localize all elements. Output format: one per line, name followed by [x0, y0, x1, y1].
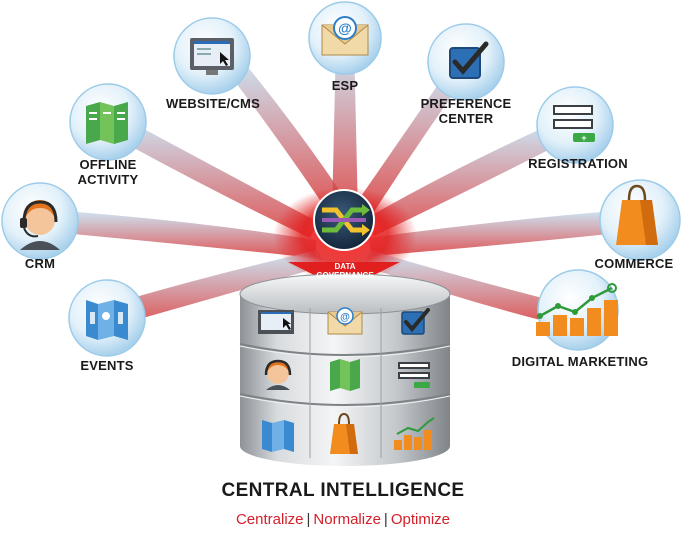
label-events: EVENTS: [80, 358, 134, 373]
db-checkbox-icon: [401, 308, 430, 335]
bubble-commerce: [599, 179, 681, 261]
db-event-map-icon: [262, 420, 294, 452]
form-icon: +: [553, 105, 595, 143]
svg-text:@: @: [338, 20, 352, 36]
subtitle-separator-1: |: [306, 511, 311, 528]
svg-text:+: +: [581, 133, 586, 143]
label-offline-activity-line2: ACTIVITY: [77, 172, 139, 187]
db-email-icon: @: [327, 307, 363, 335]
diagram-subtitle: Centralize|Normalize|Optimize: [0, 511, 686, 528]
label-website-cms: WEBSITE/CMS: [166, 96, 260, 111]
label-esp: ESP: [331, 78, 359, 93]
email-icon: @: [321, 16, 369, 56]
label-registration: REGISTRATION: [528, 156, 628, 171]
db-shopping-bag-icon: [330, 412, 358, 454]
checkbox-icon: [449, 41, 489, 79]
db-headset-agent-icon: [264, 359, 292, 390]
shuffle-icon: [322, 204, 370, 236]
bubble-registration: +: [536, 86, 614, 164]
label-commerce: COMMERCE: [594, 256, 674, 271]
subtitle-separator-2: |: [383, 511, 388, 528]
headset-agent-icon: [20, 200, 60, 250]
label-crm: CRM: [24, 256, 56, 271]
gov-label-line1: DATA: [334, 262, 356, 271]
label-preference-center-line2: CENTER: [438, 111, 494, 126]
label-offline-activity-line1: OFFLINE: [79, 157, 137, 172]
db-website-icon: [258, 310, 294, 334]
bubble-digital-marketing: [536, 269, 619, 351]
bubble-preference-center: [427, 23, 505, 101]
subtitle-normalize: Normalize: [313, 511, 381, 528]
db-form-icon: [398, 362, 430, 388]
event-map-icon: [86, 300, 128, 340]
brochure-icon: [86, 102, 128, 144]
bubble-website-cms: [173, 17, 251, 95]
gov-label-line2: GOVERNANCE: [316, 271, 374, 280]
db-brochure-icon: [330, 359, 360, 391]
data-governance-label: DATA GOVERNANCE: [300, 262, 390, 280]
subtitle-centralize: Centralize: [235, 511, 304, 528]
website-icon: [190, 38, 234, 75]
central-database: @: [239, 273, 451, 466]
growth-chart-icon: [536, 283, 618, 336]
subtitle-optimize: Optimize: [390, 511, 451, 528]
bubble-offline-activity: [69, 83, 147, 161]
label-offline-activity: OFFLINE ACTIVITY: [56, 157, 160, 187]
bubble-events: [68, 279, 146, 357]
label-digital-marketing: DIGITAL MARKETING: [511, 354, 649, 369]
label-preference-center-line1: PREFERENCE: [420, 96, 512, 111]
label-preference-center: PREFERENCE CENTER: [414, 96, 518, 126]
diagram-title: CENTRAL INTELLIGENCE: [221, 480, 465, 501]
shopping-bag-icon: [616, 184, 658, 245]
bubble-esp: @: [308, 1, 382, 75]
svg-text:@: @: [340, 312, 350, 323]
db-growth-chart-icon: [394, 417, 435, 450]
data-governance-hub: [313, 189, 375, 251]
bubble-crm: [1, 182, 79, 260]
